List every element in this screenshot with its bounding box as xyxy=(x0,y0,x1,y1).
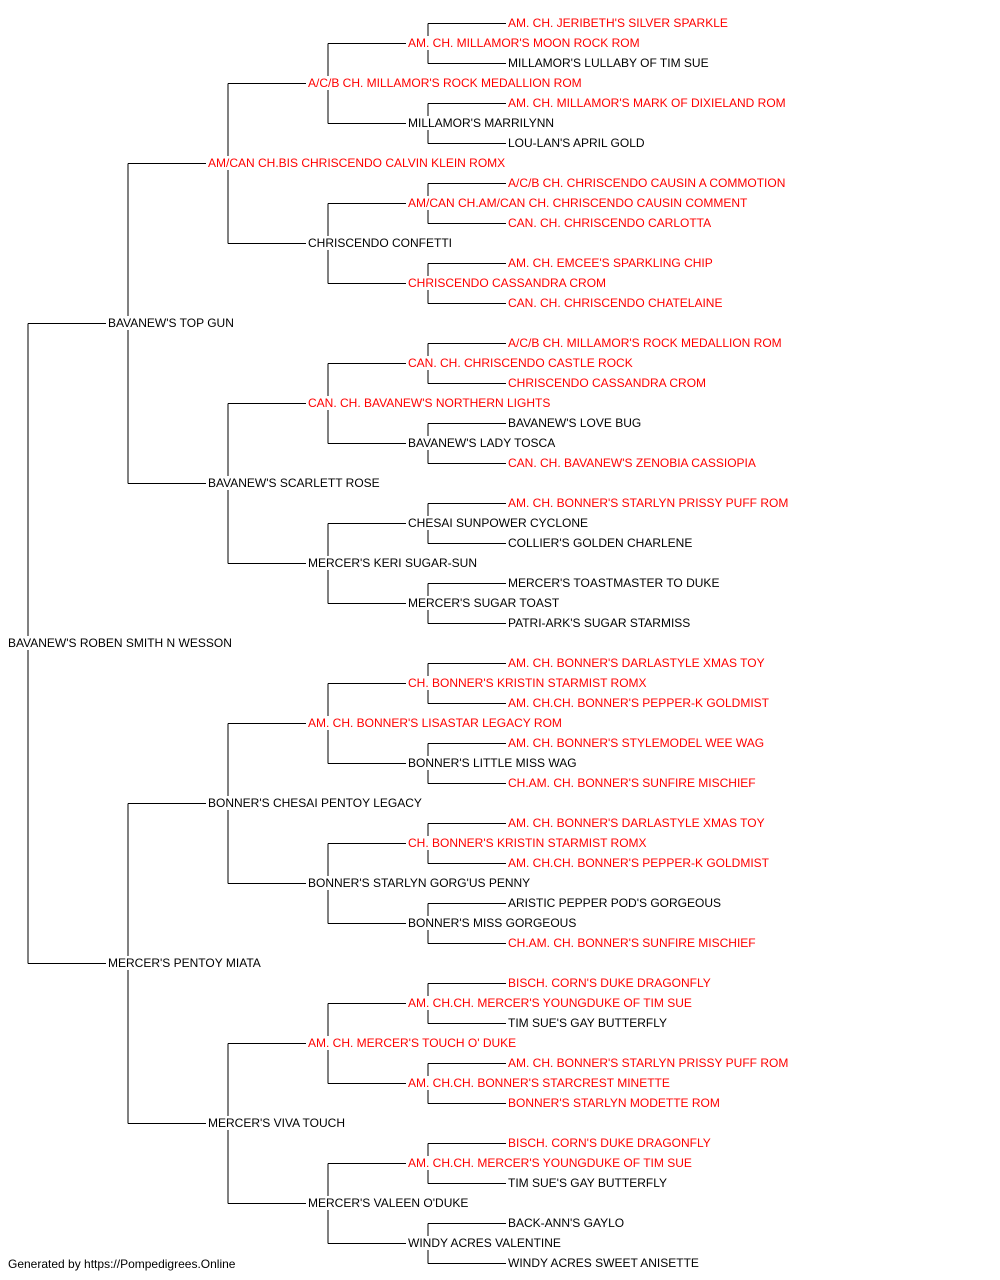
ancestor-name: CAN. CH. CHRISCENDO CARLOTTA xyxy=(508,216,711,230)
ancestor-name: MILLAMOR'S MARRILYNN xyxy=(408,116,554,130)
ancestor-name: CHRISCENDO CASSANDRA CROM xyxy=(408,276,606,290)
generated-by-footer: Generated by https://Pompedigrees.Online xyxy=(8,1257,236,1271)
ancestor-name: WINDY ACRES VALENTINE xyxy=(408,1236,561,1250)
ancestor-name: AM/CAN CH.BIS CHRISCENDO CALVIN KLEIN RO… xyxy=(208,156,505,170)
ancestor-name: ARISTIC PEPPER POD'S GORGEOUS xyxy=(508,896,721,910)
ancestor-name: AM. CH. BONNER'S LISASTAR LEGACY ROM xyxy=(308,716,562,730)
ancestor-name: BONNER'S CHESAI PENTOY LEGACY xyxy=(208,796,422,810)
ancestor-name: BAVANEW'S LADY TOSCA xyxy=(408,436,555,450)
ancestor-name: MERCER'S KERI SUGAR-SUN xyxy=(308,556,477,570)
ancestor-name: MILLAMOR'S LULLABY OF TIM SUE xyxy=(508,56,709,70)
ancestor-name: AM. CH. EMCEE'S SPARKLING CHIP xyxy=(508,256,713,270)
ancestor-name: AM. CH. MERCER'S TOUCH O' DUKE xyxy=(308,1036,516,1050)
ancestor-name: BACK-ANN'S GAYLO xyxy=(508,1216,624,1230)
ancestor-name: AM. CH. MILLAMOR'S MARK OF DIXIELAND ROM xyxy=(508,96,786,110)
ancestor-name: MERCER'S VALEEN O'DUKE xyxy=(308,1196,468,1210)
ancestor-name: CAN. CH. CHRISCENDO CHATELAINE xyxy=(508,296,722,310)
ancestor-name: CH. BONNER'S KRISTIN STARMIST ROMX xyxy=(408,836,647,850)
ancestor-name: CAN. CH. CHRISCENDO CASTLE ROCK xyxy=(408,356,633,370)
ancestor-name: COLLIER'S GOLDEN CHARLENE xyxy=(508,536,692,550)
ancestor-name: AM. CH. BONNER'S STYLEMODEL WEE WAG xyxy=(508,736,764,750)
ancestor-name: A/C/B CH. MILLAMOR'S ROCK MEDALLION ROM xyxy=(508,336,782,350)
ancestor-name: LOU-LAN'S APRIL GOLD xyxy=(508,136,645,150)
ancestor-name: AM/CAN CH.AM/CAN CH. CHRISCENDO CAUSIN C… xyxy=(408,196,748,210)
ancestor-name: MERCER'S VIVA TOUCH xyxy=(208,1116,345,1130)
ancestor-name: TIM SUE'S GAY BUTTERFLY xyxy=(508,1016,667,1030)
ancestor-name: BAVANEW'S TOP GUN xyxy=(108,316,234,330)
ancestor-name: CH. BONNER'S KRISTIN STARMIST ROMX xyxy=(408,676,647,690)
ancestor-name: BAVANEW'S SCARLETT ROSE xyxy=(208,476,380,490)
ancestor-name: CHRISCENDO CONFETTI xyxy=(308,236,452,250)
ancestor-name: AM. CH. BONNER'S STARLYN PRISSY PUFF ROM xyxy=(508,496,788,510)
ancestor-name: BISCH. CORN'S DUKE DRAGONFLY xyxy=(508,976,711,990)
ancestor-name: BAVANEW'S LOVE BUG xyxy=(508,416,641,430)
ancestor-name: MERCER'S SUGAR TOAST xyxy=(408,596,560,610)
ancestor-name: AM. CH.CH. BONNER'S STARCREST MINETTE xyxy=(408,1076,670,1090)
ancestor-name: AM. CH.CH. MERCER'S YOUNGDUKE OF TIM SUE xyxy=(408,1156,692,1170)
ancestor-name: CHRISCENDO CASSANDRA CROM xyxy=(508,376,706,390)
ancestor-name: TIM SUE'S GAY BUTTERFLY xyxy=(508,1176,667,1190)
ancestor-name: A/C/B CH. MILLAMOR'S ROCK MEDALLION ROM xyxy=(308,76,582,90)
ancestor-name: BONNER'S MISS GORGEOUS xyxy=(408,916,576,930)
ancestor-name: A/C/B CH. CHRISCENDO CAUSIN A COMMOTION xyxy=(508,176,785,190)
ancestor-name: WINDY ACRES SWEET ANISETTE xyxy=(508,1256,699,1270)
subject-dog-name: BAVANEW'S ROBEN SMITH N WESSON xyxy=(8,636,232,650)
ancestor-name: AM. CH. MILLAMOR'S MOON ROCK ROM xyxy=(408,36,640,50)
ancestor-name: CH.AM. CH. BONNER'S SUNFIRE MISCHIEF xyxy=(508,936,756,950)
ancestor-name: AM. CH. BONNER'S DARLASTYLE XMAS TOY xyxy=(508,816,765,830)
ancestor-name: BISCH. CORN'S DUKE DRAGONFLY xyxy=(508,1136,711,1150)
ancestor-name: CAN. CH. BAVANEW'S ZENOBIA CASSIOPIA xyxy=(508,456,756,470)
ancestor-name: AM. CH. JERIBETH'S SILVER SPARKLE xyxy=(508,16,728,30)
ancestor-name: MERCER'S TOASTMASTER TO DUKE xyxy=(508,576,719,590)
ancestor-name: AM. CH.CH. BONNER'S PEPPER-K GOLDMIST xyxy=(508,696,770,710)
ancestor-name: AM. CH. BONNER'S DARLASTYLE XMAS TOY xyxy=(508,656,765,670)
ancestor-name: BONNER'S LITTLE MISS WAG xyxy=(408,756,577,770)
ancestor-name: BONNER'S STARLYN MODETTE ROM xyxy=(508,1096,720,1110)
ancestor-name: CAN. CH. BAVANEW'S NORTHERN LIGHTS xyxy=(308,396,550,410)
ancestor-name: CHESAI SUNPOWER CYCLONE xyxy=(408,516,588,530)
ancestor-name: CH.AM. CH. BONNER'S SUNFIRE MISCHIEF xyxy=(508,776,756,790)
ancestor-name: AM. CH.CH. MERCER'S YOUNGDUKE OF TIM SUE xyxy=(408,996,692,1010)
ancestor-name: BONNER'S STARLYN GORG'US PENNY xyxy=(308,876,530,890)
ancestor-name: AM. CH. BONNER'S STARLYN PRISSY PUFF ROM xyxy=(508,1056,788,1070)
ancestor-name: PATRI-ARK'S SUGAR STARMISS xyxy=(508,616,690,630)
ancestor-name: MERCER'S PENTOY MIATA xyxy=(108,956,261,970)
ancestor-name: AM. CH.CH. BONNER'S PEPPER-K GOLDMIST xyxy=(508,856,770,870)
